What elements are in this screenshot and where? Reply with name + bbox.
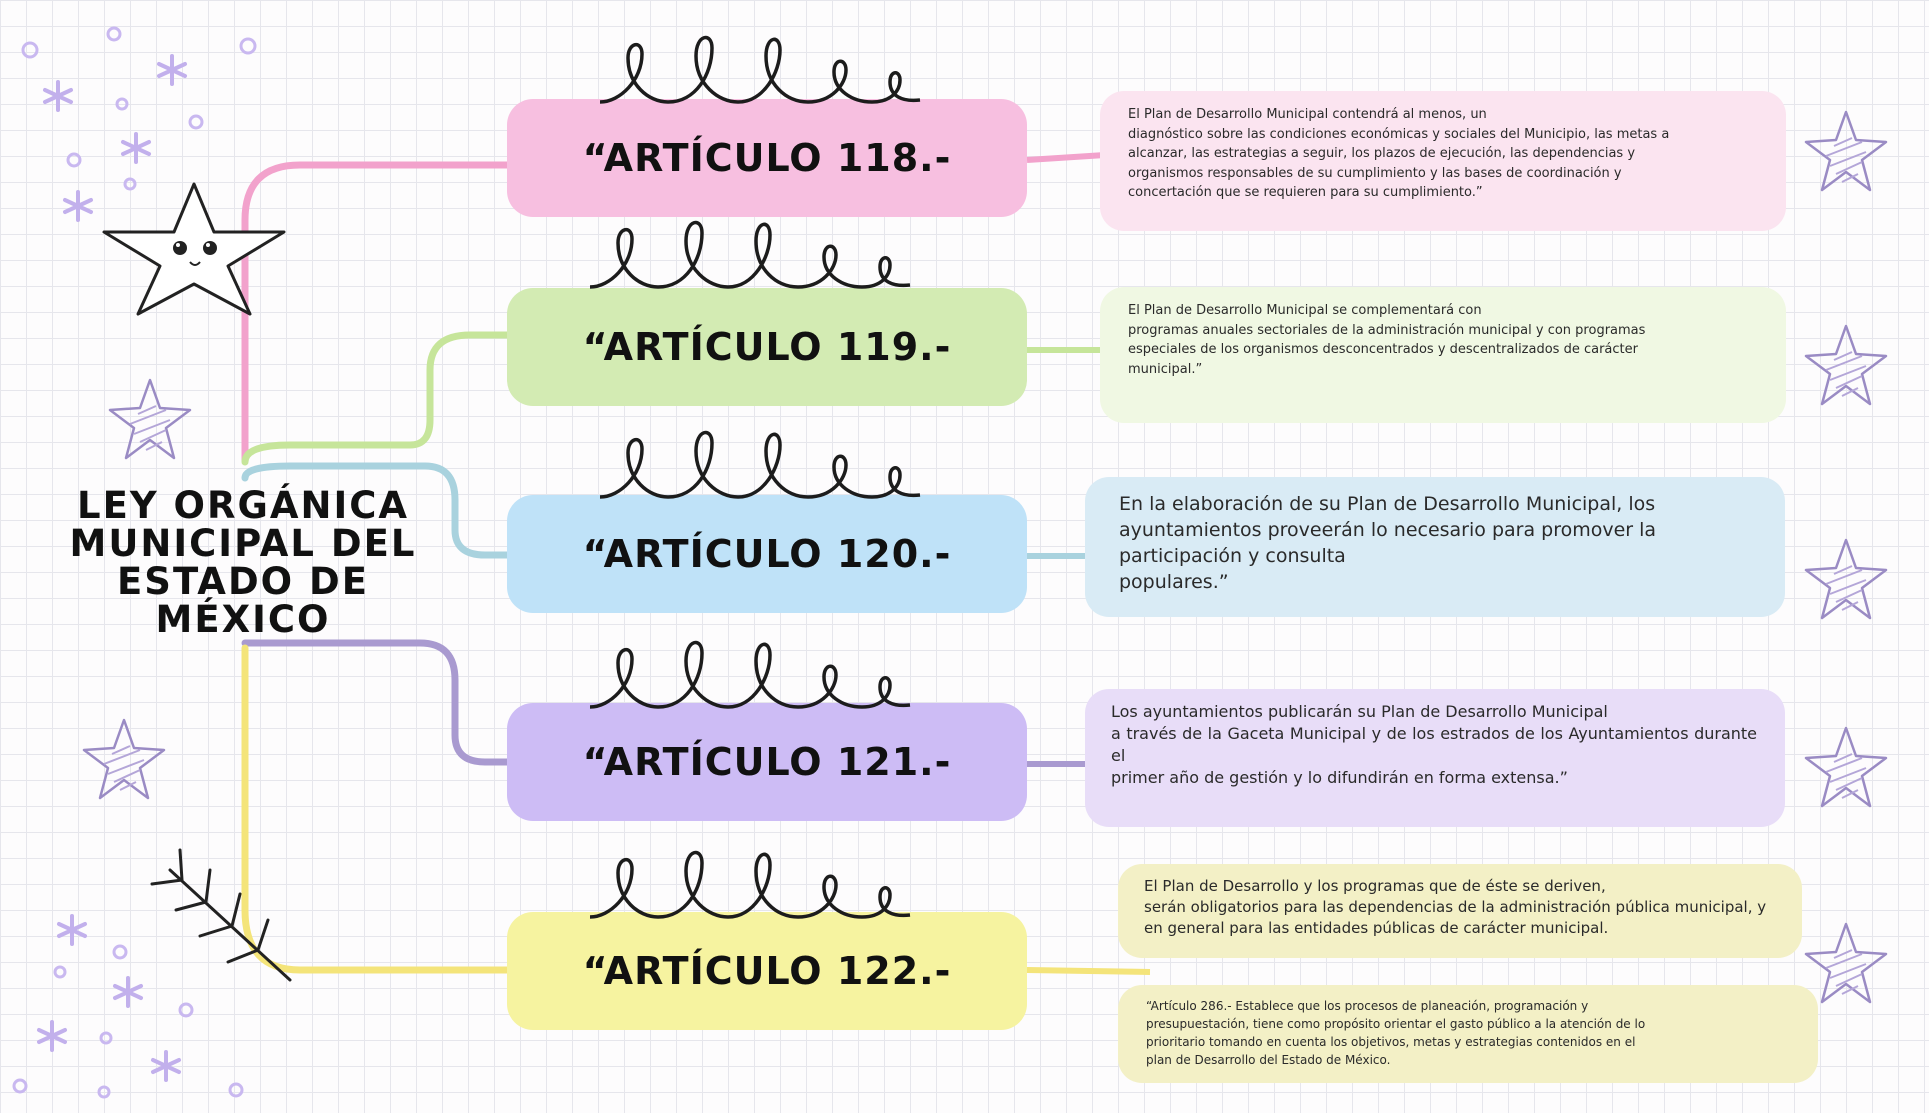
article-122-pill: “ARTÍCULO 122.-: [507, 912, 1027, 1030]
connector-118: [241, 161, 511, 464]
text-line: primer año de gestión y lo difundirán en…: [1111, 768, 1568, 787]
article-121-label: “ARTÍCULO 121.-: [582, 740, 952, 784]
article-119-label: “ARTÍCULO 119.-: [582, 325, 952, 369]
connector-119: [241, 331, 511, 466]
article-120-text: En la elaboración de su Plan de Desarrol…: [1085, 477, 1785, 617]
article-122-label: “ARTÍCULO 122.-: [582, 949, 952, 993]
text-line: El Plan de Desarrollo Municipal se compl…: [1128, 303, 1482, 318]
link-122: [1026, 967, 1151, 975]
text-line: especiales de los organismos desconcentr…: [1128, 342, 1638, 357]
link-118: [1026, 152, 1106, 163]
text-line: prioritario tomando en cuenta los objeti…: [1146, 1035, 1636, 1049]
article-119-text: El Plan de Desarrollo Municipal se compl…: [1100, 287, 1786, 423]
text-line: ayuntamientos proveerán lo necesario par…: [1119, 519, 1657, 567]
text-line: municipal.”: [1128, 361, 1203, 377]
text-line: serán obligatorios para las dependencias…: [1144, 898, 1767, 916]
title-line-1: LEY ORGÁNICA: [77, 484, 409, 527]
text-line: en general para las entidades públicas d…: [1144, 919, 1609, 937]
connector-121: [241, 639, 511, 766]
text-line: Los ayuntamientos publicarán su Plan de …: [1111, 702, 1608, 721]
connector-120: [241, 462, 511, 559]
text-line: concertación que se requieren para su cu…: [1128, 185, 1483, 200]
article-118-label: “ARTÍCULO 118.-: [582, 136, 952, 180]
article-120-pill: “ARTÍCULO 120.-: [507, 495, 1027, 613]
article-121-text: Los ayuntamientos publicarán su Plan de …: [1085, 689, 1785, 827]
title-line-4: MÉXICO: [155, 598, 331, 641]
article-120-label: “ARTÍCULO 120.-: [582, 532, 952, 576]
text-line: diagnóstico sobre las condiciones económ…: [1128, 126, 1670, 142]
title-line-2: MUNICIPAL DEL: [69, 522, 417, 565]
article-122-text: El Plan de Desarrollo y los programas qu…: [1118, 864, 1802, 958]
text-line: En la elaboración de su Plan de Desarrol…: [1119, 493, 1656, 515]
text-line: “Artículo 286.- Establece que los proces…: [1146, 999, 1589, 1013]
text-line: alcanzar, las estrategias a seguir, los …: [1128, 146, 1636, 161]
text-line: programas anuales sectoriales de la admi…: [1128, 322, 1646, 338]
page-title: LEY ORGÁNICA MUNICIPAL DEL ESTADO DE MÉX…: [48, 487, 438, 639]
text-line: El Plan de Desarrollo y los programas qu…: [1144, 877, 1606, 895]
text-line: a través de la Gaceta Municipal y de los…: [1111, 724, 1757, 765]
text-line: presupuestación, tiene como propósito or…: [1146, 1017, 1646, 1031]
article-121-pill: “ARTÍCULO 121.-: [507, 703, 1027, 821]
text-line: organismos responsables de su cumplimien…: [1128, 165, 1622, 181]
text-line: populares.”: [1119, 571, 1229, 593]
article-286-text: “Artículo 286.- Establece que los proces…: [1118, 985, 1818, 1083]
text-line: plan de Desarrollo del Estado de México.: [1146, 1053, 1391, 1067]
connector-122: [241, 644, 511, 974]
title-line-3: ESTADO DE: [117, 560, 369, 603]
text-line: El Plan de Desarrollo Municipal contendr…: [1128, 107, 1487, 122]
article-119-pill: “ARTÍCULO 119.-: [507, 288, 1027, 406]
article-118-pill: “ARTÍCULO 118.-: [507, 99, 1027, 217]
article-118-text: El Plan de Desarrollo Municipal contendr…: [1100, 91, 1786, 231]
